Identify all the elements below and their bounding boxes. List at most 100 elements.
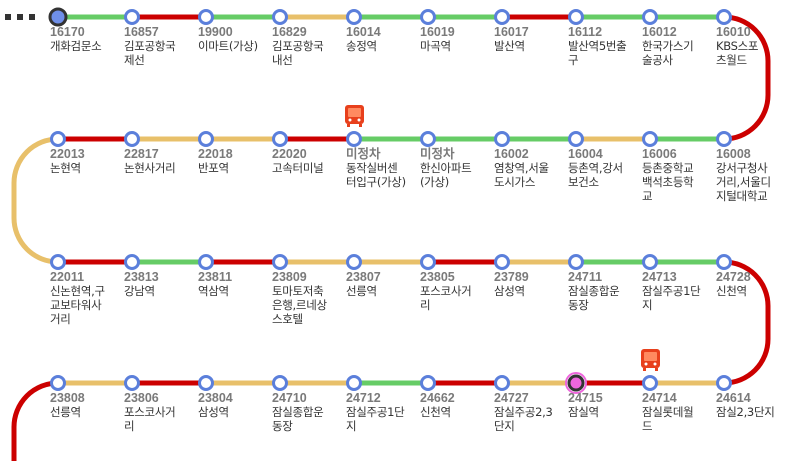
stop-node <box>568 131 584 147</box>
bus-light <box>357 118 361 122</box>
stop-node <box>198 254 214 270</box>
stop-node <box>346 375 362 391</box>
stop-name: 발산역5번출 구 <box>568 39 627 67</box>
stop-node <box>420 375 436 391</box>
stop-node <box>272 375 288 391</box>
stop-id: 16004 <box>568 147 603 161</box>
stop-id: 23813 <box>124 270 159 284</box>
stop-name: 역삼역 <box>198 284 229 298</box>
stop-node <box>642 375 658 391</box>
stop-node <box>642 9 658 25</box>
stop-name: 송정역 <box>346 39 377 53</box>
stop-name: 한신아파트 (가상) <box>420 161 472 189</box>
route-connector <box>11 380 59 461</box>
stop-name: 등촌중학교 백석초등학 교 <box>642 161 694 203</box>
stop-node <box>568 9 584 25</box>
stop-id: 24727 <box>494 391 529 405</box>
bus-light <box>653 362 657 366</box>
stop-id: 22013 <box>50 147 85 161</box>
stop-id: 24728 <box>716 270 751 284</box>
stop-name: 신천역 <box>420 405 451 419</box>
stop-id: 24715 <box>568 391 603 405</box>
stop-node <box>124 131 140 147</box>
stop-name: 강남역 <box>124 284 155 298</box>
stop-name: 잠실역 <box>568 405 599 419</box>
stop-node <box>494 375 510 391</box>
stop-id: 16170 <box>50 25 85 39</box>
stop-name: 김포공항국 제선 <box>124 39 176 67</box>
stop-name: 개화검문소 <box>50 39 102 53</box>
stop-id: 16014 <box>346 25 381 39</box>
stop-id: 16008 <box>716 147 751 161</box>
current-stop-node <box>567 374 585 392</box>
stop-name: 포스코사거 리 <box>124 405 176 433</box>
stop-name: 잠실2,3단지 <box>716 405 775 419</box>
stop-name: 잠실주공1단 지 <box>642 284 701 312</box>
stop-node <box>198 9 214 25</box>
stop-node <box>420 9 436 25</box>
bus-icon <box>345 105 364 127</box>
stop-node <box>124 375 140 391</box>
route-connector <box>723 259 771 386</box>
stop-node <box>716 254 732 270</box>
stop-id: 16010 <box>716 25 751 39</box>
bus-light <box>348 118 352 122</box>
stop-id: 16019 <box>420 25 455 39</box>
stop-name: 마곡역 <box>420 39 451 53</box>
stop-id: 24713 <box>642 270 677 284</box>
stop-name: 한국가스기 술공사 <box>642 39 694 67</box>
stop-id: 16002 <box>494 147 529 161</box>
stop-name: 염창역,서울 도시가스 <box>494 161 549 189</box>
stop-node <box>716 131 732 147</box>
stop-id: 16112 <box>568 25 603 39</box>
stop-node <box>716 375 732 391</box>
stop-id: 16017 <box>494 25 529 39</box>
stop-name: 선릉역 <box>50 405 81 419</box>
stop-id: 22020 <box>272 147 307 161</box>
stop-id: 24712 <box>346 391 381 405</box>
stop-node <box>272 254 288 270</box>
stop-id: 22011 <box>50 270 85 284</box>
